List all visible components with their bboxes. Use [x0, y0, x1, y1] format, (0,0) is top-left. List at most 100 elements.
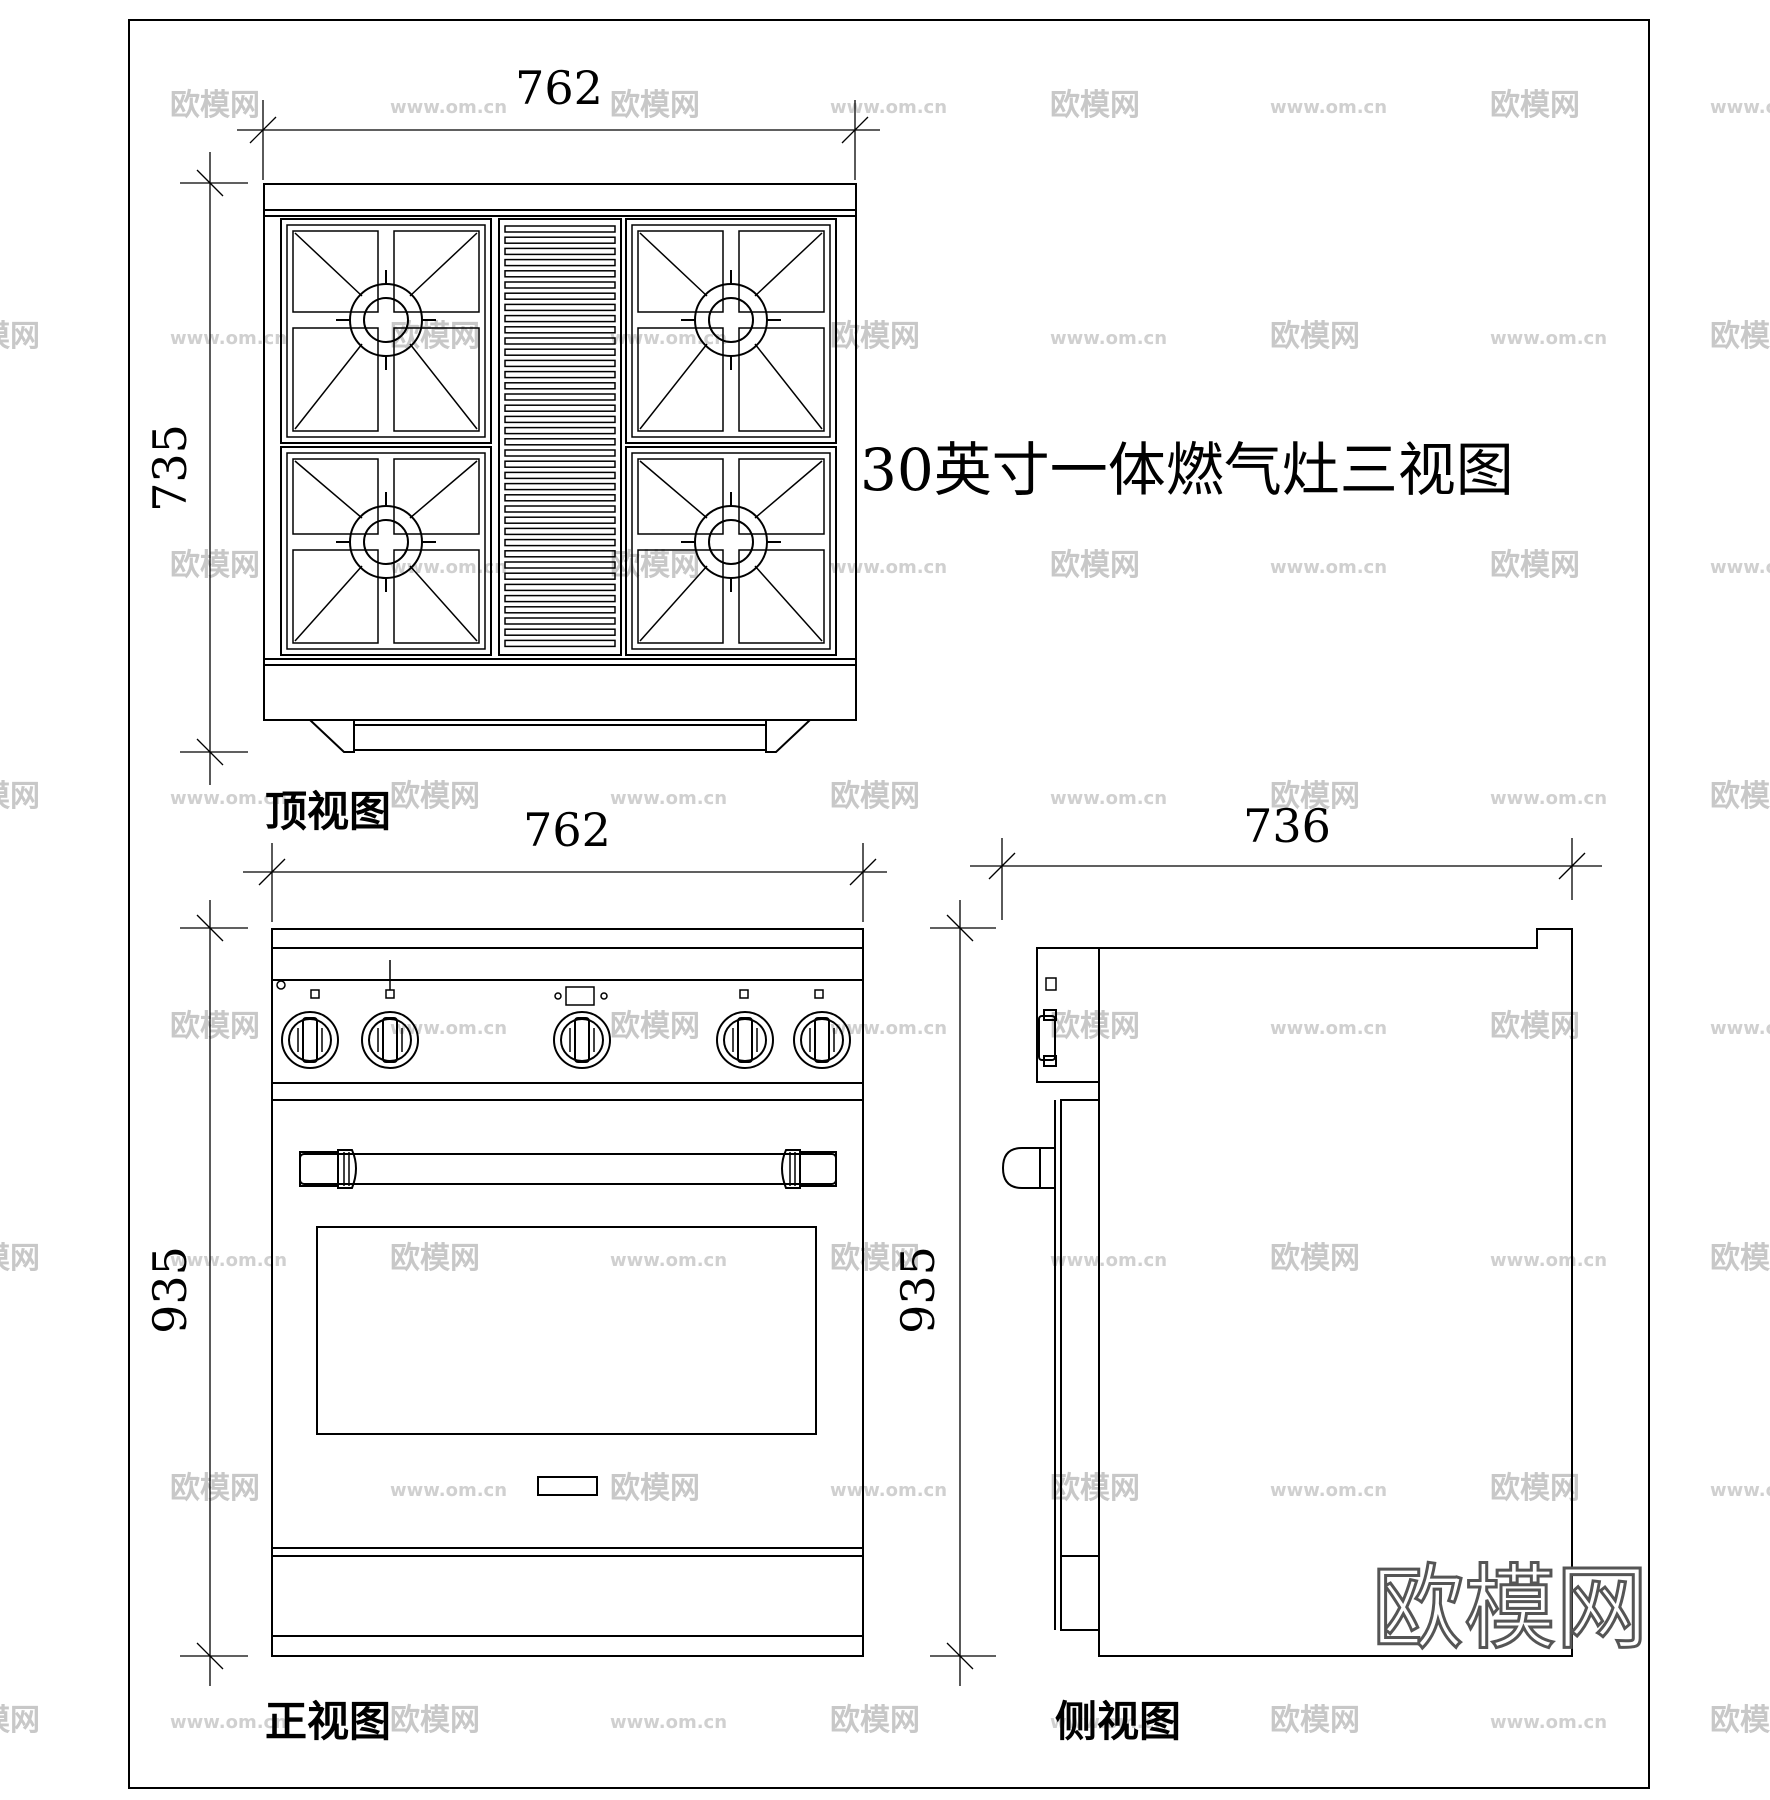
griddle-ridge — [504, 617, 616, 625]
watermark-url: www.om.cn — [170, 328, 287, 349]
watermark-url: www.om.cn — [830, 557, 947, 578]
knob-outer — [361, 1011, 419, 1069]
watermark-brand: 欧模网 — [830, 1703, 920, 1738]
watermark-url: www.om.cn — [1050, 788, 1167, 809]
watermark-brand: 欧模网 — [610, 1009, 700, 1044]
watermark-brand: 欧模网 — [1490, 88, 1580, 123]
watermark-brand: 欧模网 — [830, 779, 920, 814]
watermark-brand: 欧模网 — [610, 1471, 700, 1506]
watermark-brand: 欧模网 — [390, 319, 480, 354]
watermark-brand: 欧模网 — [1490, 548, 1580, 583]
griddle-ridge — [504, 516, 616, 524]
watermark-url: www.om.cn — [390, 1480, 507, 1501]
griddle-ridge — [504, 292, 616, 300]
griddle-ridge — [504, 326, 616, 334]
watermark-brand: 欧模网 — [1490, 1471, 1580, 1506]
watermark-brand: 欧模网 — [1710, 1241, 1770, 1276]
knob — [793, 1011, 851, 1069]
watermark-brand: 欧模网 — [0, 779, 40, 814]
front-width-label: 762 — [523, 803, 611, 857]
knob — [553, 1011, 611, 1069]
burner-grate — [280, 446, 492, 656]
front-height-label: 935 — [143, 1246, 197, 1334]
griddle-ridge — [504, 471, 616, 480]
griddle-ridge — [504, 348, 616, 356]
watermark-url: www.om.cn — [830, 1480, 947, 1501]
griddle-ridge — [504, 270, 616, 278]
watermark-url: www.om.cn — [1050, 328, 1167, 349]
watermark-brand: 欧模网 — [0, 1241, 40, 1276]
top-depth-label: 735 — [143, 424, 197, 512]
side-view-label: 侧视图 — [1055, 1697, 1181, 1746]
griddle — [498, 218, 622, 656]
griddle-ridge — [504, 370, 616, 379]
griddle-ridge — [504, 606, 616, 614]
watermark-url: www.om.cn — [390, 1018, 507, 1039]
top-width-dimension: 762 — [237, 61, 880, 180]
griddle-ridge — [504, 359, 616, 368]
top-depth-dimension: 735 — [143, 152, 248, 785]
griddle-ridge — [504, 583, 616, 592]
watermark-url: www.om.cn — [1710, 97, 1770, 118]
brand-badge — [537, 1476, 598, 1496]
watermark-url: www.om.cn — [1490, 1712, 1607, 1733]
watermark-brand: 欧模网 — [170, 1009, 260, 1044]
watermark-url: www.om.cn — [1270, 1018, 1387, 1039]
burner-ring — [694, 505, 768, 579]
watermark-url: www.om.cn — [1050, 1250, 1167, 1271]
watermark-brand: 欧模网 — [390, 1703, 480, 1738]
watermark-url: www.om.cn — [610, 328, 727, 349]
griddle-ridges — [504, 225, 616, 648]
knob — [361, 1011, 419, 1069]
watermark-brand: 欧模网 — [1270, 779, 1360, 814]
watermark-brand: 欧模网 — [1050, 88, 1140, 123]
front-width-dimension: 762 — [243, 803, 887, 922]
griddle-ridge — [504, 460, 616, 468]
watermark-url: www.om.cn — [1710, 1480, 1770, 1501]
brand-watermark: 欧模网 — [1372, 1555, 1648, 1662]
griddle-ridge — [504, 303, 616, 312]
griddle-ridge — [504, 426, 616, 435]
griddle-ridge — [504, 337, 616, 345]
knob-outer — [553, 1011, 611, 1069]
watermark-url: www.om.cn — [1050, 1712, 1167, 1733]
watermark-url: www.om.cn — [390, 557, 507, 578]
watermark-url: www.om.cn — [610, 1250, 727, 1271]
griddle-ridge — [504, 538, 616, 547]
griddle-ridge — [504, 527, 616, 536]
side-height-label: 935 — [891, 1246, 945, 1334]
burner-grate — [625, 446, 837, 656]
watermark-url: www.om.cn — [830, 97, 947, 118]
watermark-url: www.om.cn — [170, 788, 287, 809]
watermark-brand: 欧模网 — [170, 1471, 260, 1506]
watermark-url: www.om.cn — [1490, 328, 1607, 349]
griddle-ridge — [504, 550, 616, 558]
griddle-ridge — [504, 505, 616, 513]
griddle-ridge — [504, 393, 616, 401]
drawing-title: 30英寸一体燃气灶三视图 — [860, 436, 1514, 504]
drawing-frame — [128, 19, 1650, 1789]
top-width-label: 762 — [515, 61, 603, 115]
watermark-brand: 欧模网 — [830, 1241, 920, 1276]
watermark-brand: 欧模网 — [1050, 1471, 1140, 1506]
griddle-ridge — [504, 639, 616, 648]
knob-outer — [281, 1011, 339, 1069]
watermark-url: www.om.cn — [1490, 1250, 1607, 1271]
griddle-ridge — [504, 594, 616, 603]
burner-ring — [694, 283, 768, 357]
watermark-brand: 欧模网 — [170, 548, 260, 583]
watermark-brand: 欧模网 — [390, 1241, 480, 1276]
griddle-ridge — [504, 482, 616, 491]
oven-window — [316, 1226, 817, 1435]
watermark-brand: 欧模网 — [1050, 548, 1140, 583]
watermark-brand: 欧模网 — [1490, 1009, 1580, 1044]
griddle-ridge — [504, 572, 616, 580]
display-window — [565, 986, 595, 1006]
watermark-url: www.om.cn — [610, 1712, 727, 1733]
griddle-ridge — [504, 561, 616, 569]
griddle-ridge — [504, 415, 616, 424]
burners — [280, 218, 837, 656]
watermark-brand: 欧模网 — [1270, 1241, 1360, 1276]
watermark-brand: 欧模网 — [830, 319, 920, 354]
